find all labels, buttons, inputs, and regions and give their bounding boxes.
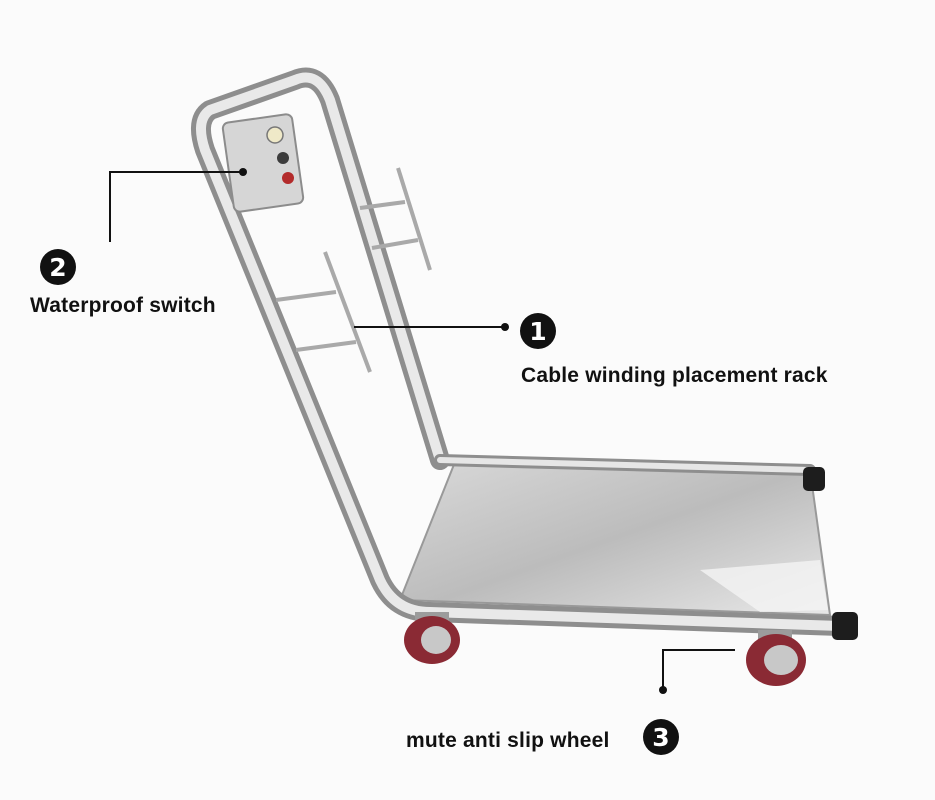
callout-label-3: mute anti slip wheel (406, 729, 610, 752)
callout-dot-3 (659, 686, 667, 694)
callout-badge-2: 2 (40, 249, 76, 285)
callout-dot-2 (239, 168, 247, 176)
callout-line-2 (109, 171, 243, 242)
callout-badge-1: 1 (520, 313, 556, 349)
callout-dot-1 (501, 323, 509, 331)
switch-box (221, 113, 305, 213)
wheel-right (746, 630, 806, 686)
end-cap-rear (803, 467, 825, 491)
callout-line-3 (662, 649, 735, 690)
callout-label-2: Waterproof switch (30, 294, 216, 317)
end-cap-front (832, 612, 858, 640)
frame-tube (191, 67, 850, 636)
callout-label-1: Cable winding placement rack (521, 364, 828, 387)
cable-rack (275, 167, 432, 373)
wheel-left (404, 612, 460, 664)
callout-badge-3: 3 (643, 719, 679, 755)
